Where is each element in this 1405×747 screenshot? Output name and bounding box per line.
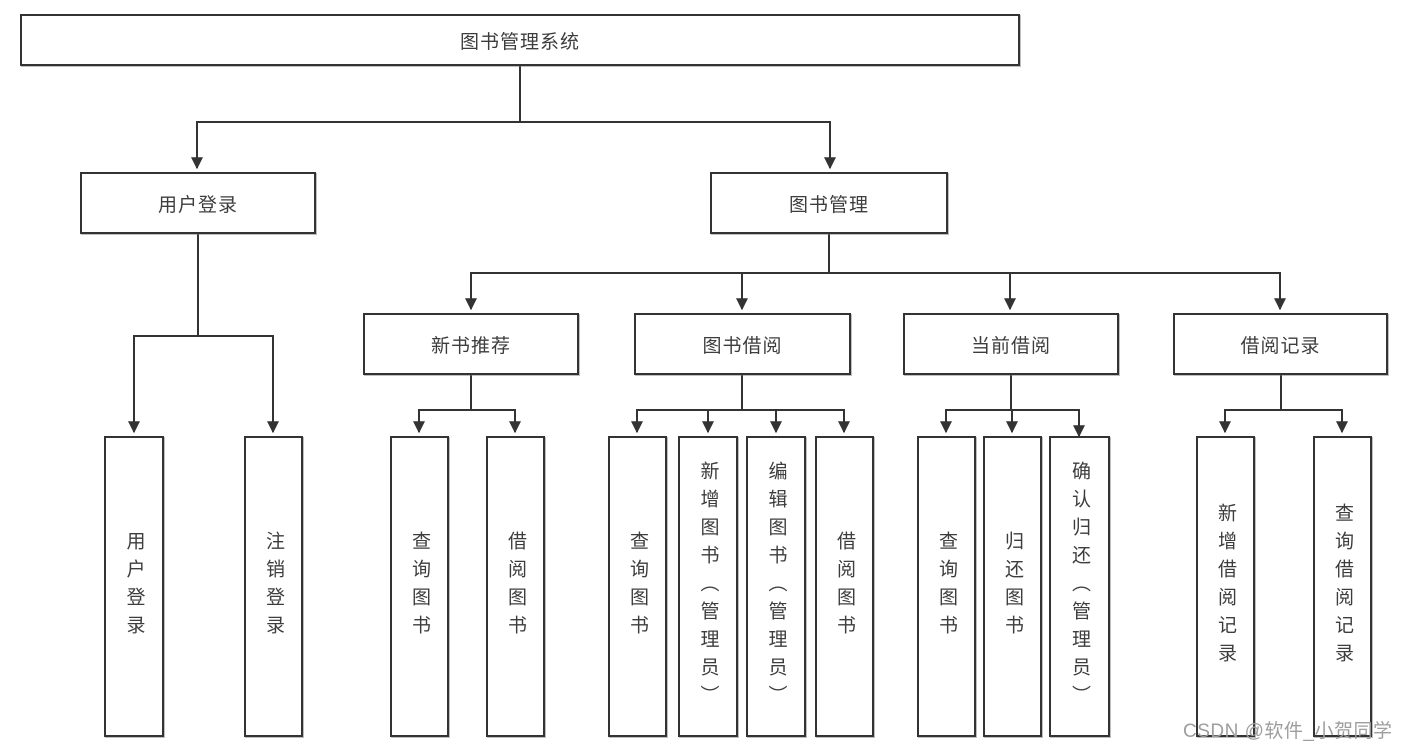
- node-library-management-system: 图书管理系统: [20, 14, 1020, 66]
- node-label: 归还图书: [1002, 530, 1023, 643]
- node-label: 查询图书: [409, 530, 430, 643]
- node-leaf-query-books-borrowing: 查询图书: [608, 436, 667, 737]
- node-leaf-confirm-return-admin: 确认归还（管理员）: [1049, 436, 1110, 737]
- node-leaf-borrow-books: 借阅图书: [815, 436, 874, 737]
- node-label: 编辑图书（管理员）: [765, 460, 787, 713]
- node-label: 注销登录: [263, 530, 284, 643]
- node-label: 借阅记录: [1240, 335, 1321, 357]
- node-book-management-branch: 图书管理: [710, 172, 948, 234]
- node-leaf-edit-books-admin: 编辑图书（管理员）: [746, 436, 806, 737]
- node-leaf-user-login: 用户登录: [104, 436, 164, 737]
- node-leaf-query-books-recommend: 查询图书: [390, 436, 449, 737]
- node-label: 用户登录: [123, 530, 145, 643]
- node-new-book-recommendation: 新书推荐: [363, 313, 579, 375]
- node-leaf-borrow-books-recommend: 借阅图书: [486, 436, 545, 737]
- node-label: 确认归还（管理员）: [1069, 460, 1090, 713]
- node-user-login-branch: 用户登录: [80, 172, 316, 234]
- node-label: 新增图书（管理员）: [697, 460, 719, 713]
- node-leaf-query-borrow-record: 查询借阅记录: [1313, 436, 1372, 737]
- node-leaf-logout: 注销登录: [244, 436, 303, 737]
- node-borrowing-records: 借阅记录: [1173, 313, 1388, 375]
- node-label: 借阅图书: [505, 530, 526, 643]
- node-label: 查询图书: [627, 530, 648, 643]
- node-leaf-query-books-current: 查询图书: [917, 436, 976, 737]
- node-label: 新增借阅记录: [1215, 502, 1236, 671]
- node-book-borrowing: 图书借阅: [634, 313, 851, 375]
- node-label: 用户登录: [157, 194, 238, 216]
- node-label: 查询借阅记录: [1332, 502, 1353, 671]
- csdn-watermark: CSDN @软件_小贺同学: [1183, 721, 1393, 742]
- node-label: 图书管理系统: [459, 31, 580, 53]
- node-label: 借阅图书: [834, 530, 855, 643]
- node-label: 图书借阅: [702, 335, 783, 357]
- node-label: 查询图书: [936, 530, 957, 643]
- node-leaf-return-books: 归还图书: [983, 436, 1042, 737]
- node-label: 图书管理: [788, 194, 869, 216]
- node-label: 当前借阅: [970, 335, 1051, 357]
- node-leaf-add-borrow-record: 新增借阅记录: [1196, 436, 1255, 737]
- node-leaf-add-books-admin: 新增图书（管理员）: [678, 436, 738, 737]
- node-label: 新书推荐: [430, 335, 511, 357]
- node-current-borrowing: 当前借阅: [903, 313, 1119, 375]
